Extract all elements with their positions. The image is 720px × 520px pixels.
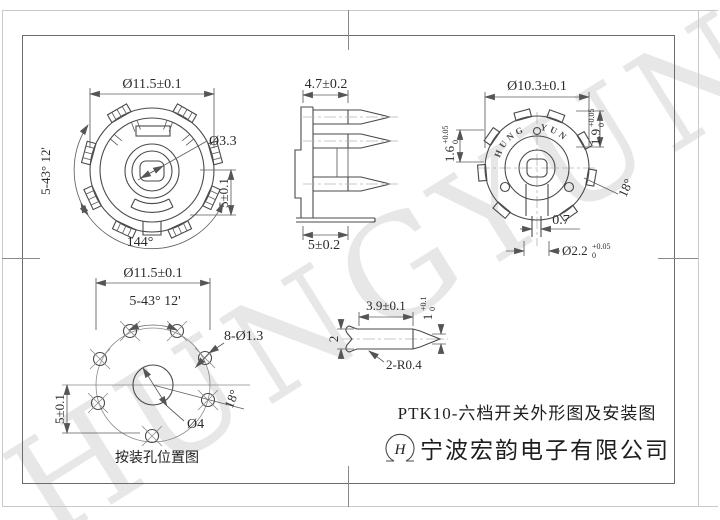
- side-pins: [313, 109, 392, 192]
- center-mark-right: [658, 258, 698, 259]
- mounting-dim-center-hole: Ø4: [187, 417, 204, 432]
- rear-dim-shaft: Ø2.2 +0.05 0: [562, 242, 611, 260]
- drawing-title: PTK10-六档开关外形图及安装图: [398, 404, 657, 423]
- mounting-dim-angle-step: 5-43° 12': [129, 294, 180, 309]
- rear-dim-tab-left: 1.6 +0.05 0: [441, 125, 460, 162]
- svg-text:Ø2.2: Ø2.2: [562, 243, 588, 258]
- front-dimensions: Ø11.5±0.1 Ø3.3 5±0.1 144° 5-43° 12': [38, 77, 237, 250]
- mounting-dim-holes: 8-Ø1.3: [224, 329, 263, 344]
- mounting-dim-offset: 5±0.1: [52, 394, 67, 424]
- center-mark-top: [348, 10, 349, 50]
- center-mark-left: [2, 258, 40, 259]
- outer-border-bottom: [2, 506, 718, 507]
- rear-dim-slot-width: 0.7: [552, 213, 570, 228]
- side-dim-width-bottom: 5±0.2: [308, 238, 340, 253]
- front-dim-angle-total: 144°: [127, 235, 154, 250]
- company-logo: H: [385, 433, 415, 462]
- front-d-hole: [139, 160, 165, 182]
- svg-text:0: 0: [592, 251, 596, 260]
- front-dim-outer-dia: Ø11.5±0.1: [122, 77, 181, 92]
- svg-text:1.6: 1.6: [442, 145, 457, 162]
- svg-text:+0.05: +0.05: [587, 108, 596, 127]
- front-index-mark: [135, 125, 171, 137]
- mounting-view: Ø11.5±0.1 5-43° 12' 8-Ø1.3 18° 5±0.1 Ø4 …: [52, 266, 263, 466]
- rear-dim-tab-right: 1.9 +0.05 0: [587, 108, 606, 145]
- rear-view: HUNG YUN Ø10.3±0.1 1.9 +0.05 0: [441, 79, 636, 260]
- outer-border-top: [2, 10, 718, 11]
- rear-dim-angle: 18°: [615, 176, 636, 199]
- pin-dim-tip: 1 +0.1 0: [419, 296, 437, 320]
- front-tabs: [80, 103, 224, 239]
- front-view: Ø11.5±0.1 Ø3.3 5±0.1 144° 5-43° 12': [38, 77, 237, 250]
- side-dim-width-top: 4.7±0.2: [305, 77, 348, 92]
- rear-slot: [525, 184, 549, 237]
- front-slots: [109, 119, 195, 146]
- logo-letter: H: [394, 442, 407, 458]
- mounting-dimensions: Ø11.5±0.1 5-43° 12' 8-Ø1.3 18° 5±0.1 Ø4: [52, 266, 263, 435]
- svg-text:1: 1: [420, 314, 435, 321]
- svg-text:+0.05: +0.05: [441, 125, 450, 144]
- svg-text:0: 0: [597, 123, 606, 127]
- svg-text:0: 0: [428, 307, 437, 311]
- front-dim-angle-step: 5-43° 12': [38, 147, 53, 195]
- rear-dimensions: Ø10.3±0.1 1.9 +0.05 0 1.6 +0.05 0 18°: [441, 79, 636, 260]
- rear-dim-outer-dia: Ø10.3±0.1: [507, 79, 567, 94]
- svg-text:1.9: 1.9: [588, 129, 603, 145]
- front-dim-height: 5±0.1: [216, 178, 231, 208]
- side-view: 4.7±0.2 5±0.2: [294, 77, 398, 253]
- side-dimensions: 4.7±0.2 5±0.2: [301, 77, 350, 253]
- svg-text:0: 0: [451, 140, 460, 144]
- titleblock: PTK10-六档开关外形图及安装图 H 宁波宏韵电子有限公司: [385, 404, 670, 463]
- pin-dim-radius: 2-R0.4: [386, 357, 422, 372]
- svg-text:+0.1: +0.1: [419, 296, 428, 311]
- pin-dim-height: 2: [326, 336, 341, 343]
- pin-dimensions: 3.9±0.1 1 +0.1 0 2 2-R0.4: [326, 296, 446, 372]
- pin-dim-length: 3.9±0.1: [366, 298, 406, 313]
- front-dim-shaft-dia: Ø3.3: [209, 134, 237, 149]
- rear-d-hole: [526, 158, 548, 178]
- mounting-caption: 按装孔位置图: [115, 450, 199, 466]
- brand-arc-left: HUNG: [492, 124, 527, 159]
- svg-text:+0.05: +0.05: [592, 242, 611, 251]
- mounting-dim-outer-dia: Ø11.5±0.1: [123, 266, 182, 281]
- outer-border-right: [698, 10, 699, 507]
- brand-dot: [532, 126, 542, 136]
- company-name: 宁波宏韵电子有限公司: [420, 438, 670, 463]
- mounting-dim-angle: 18°: [221, 388, 242, 410]
- pin-detail: 3.9±0.1 1 +0.1 0 2 2-R0.4: [326, 296, 448, 372]
- center-mark-bottom: [348, 466, 349, 507]
